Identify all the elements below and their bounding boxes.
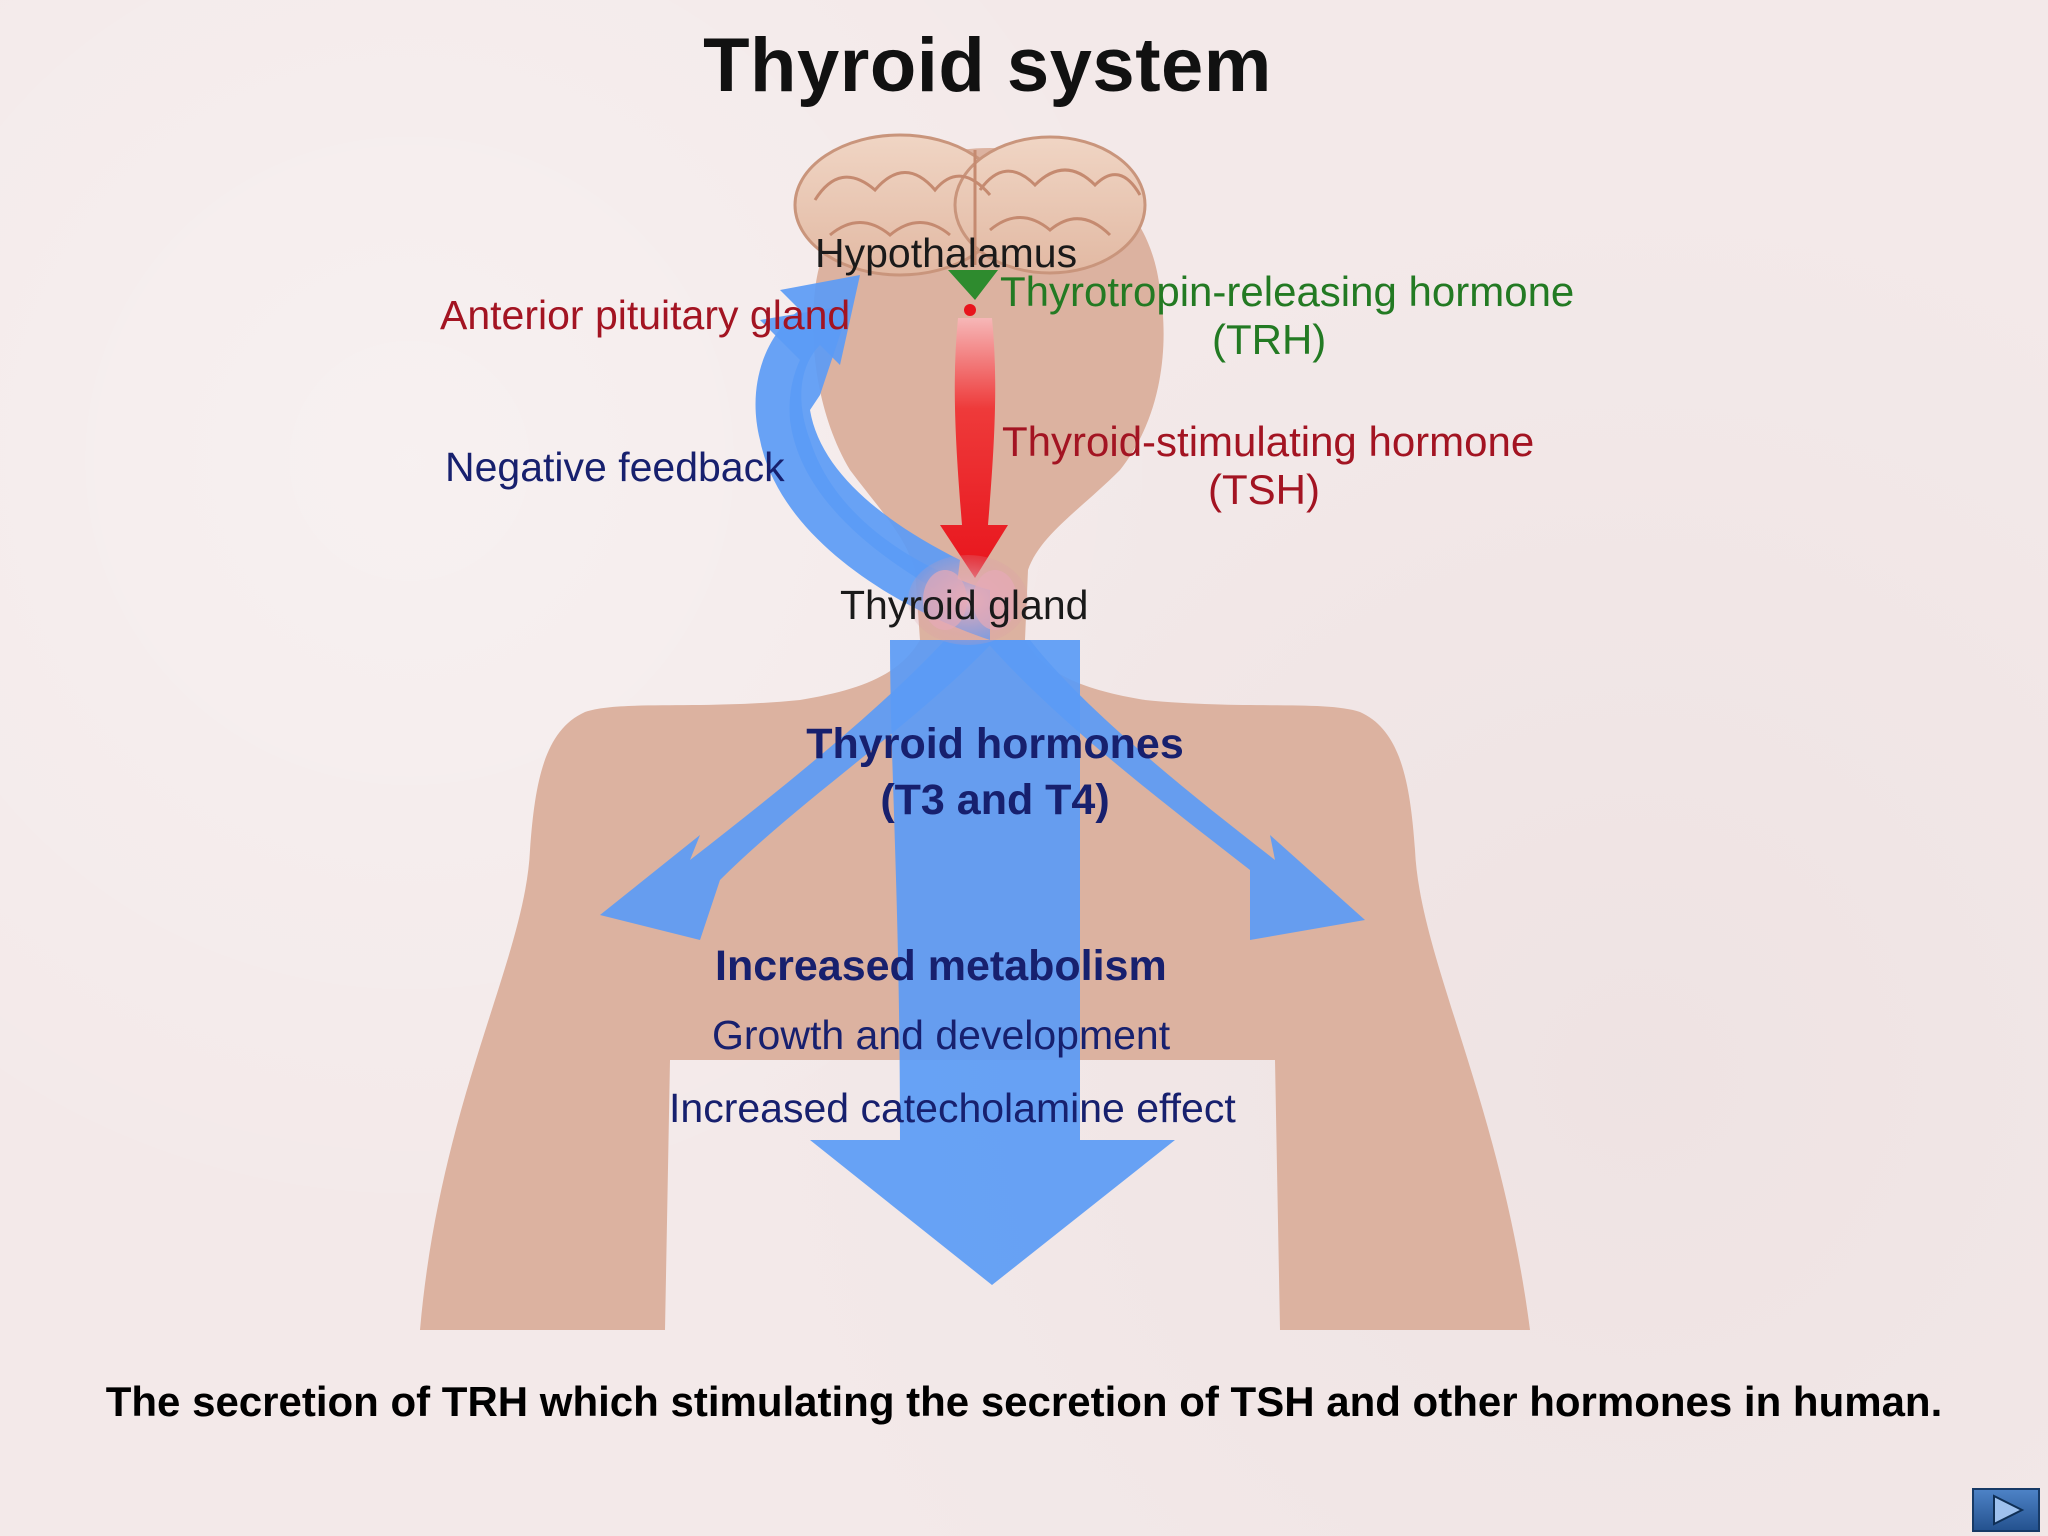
next-slide-button[interactable] [1972,1488,2040,1532]
effect-metabolism-label: Increased metabolism [715,942,1167,990]
effect-catecholamine-label: Increased catecholamine effect [669,1085,1236,1131]
anterior-pituitary-label: Anterior pituitary gland [440,292,851,338]
feedback-arrow-to-pituitary [760,305,960,600]
tsh-label-line2: (TSH) [1208,466,1320,513]
thyroid-hormones-label-line1: Thyroid hormones [806,720,1184,768]
hypothalamus-label: Hypothalamus [815,230,1078,276]
thyroid-hormones-label-line2: (T3 and T4) [880,776,1110,824]
slide-title: Thyroid system [703,23,1272,108]
tsh-arrow [940,318,1008,578]
thyroid-gland-label: Thyroid gland [840,582,1089,628]
trh-label-line2: (TRH) [1212,316,1327,363]
thyroid-gland-illustration [908,555,1028,645]
pituitary-dot [964,304,976,316]
effect-growth-label: Growth and development [712,1012,1171,1058]
thyroid-hormone-arrow-down [810,640,1175,1285]
brain-illustration [793,133,1147,277]
tsh-label-line1: Thyroid-stimulating hormone [1002,418,1535,465]
next-slide-icon [1993,1494,2025,1526]
trh-arrow [948,270,998,300]
negative-feedback-label: Negative feedback [445,444,785,490]
slide-caption: The secretion of TRH which stimulating t… [105,1378,1943,1425]
trh-label-line1: Thyrotropin-releasing hormone [1000,268,1575,315]
